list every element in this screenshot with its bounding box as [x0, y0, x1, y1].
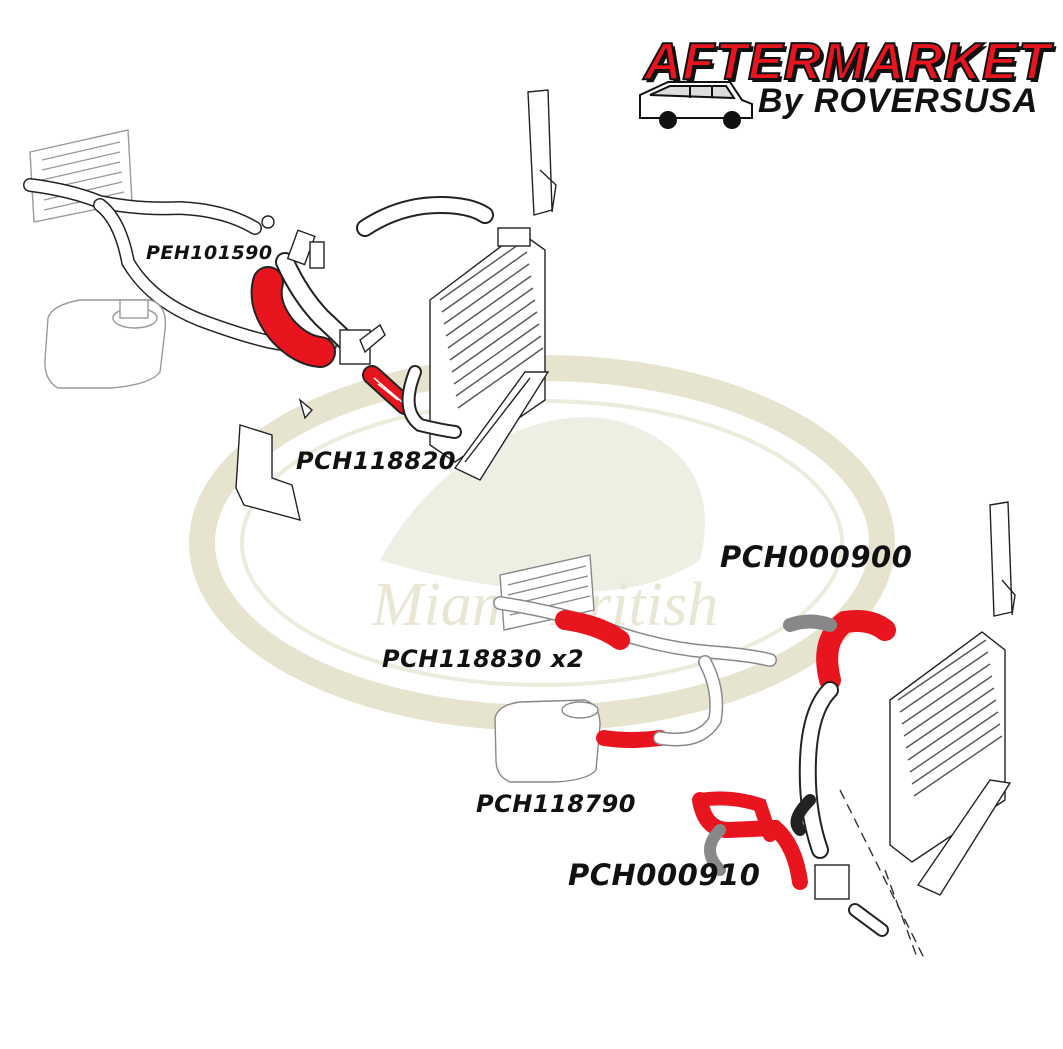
label-pch000900: PCH000900	[720, 540, 913, 574]
top-assembly	[23, 89, 557, 521]
bottom-expansion-tank	[494, 699, 601, 783]
bottom-main-radiator	[889, 631, 1006, 863]
bottom-assembly	[493, 501, 1016, 961]
top-right-bracket	[527, 89, 557, 216]
label-pch118830: PCH118830 x2	[382, 645, 585, 673]
label-pch118790: PCH118790	[476, 790, 636, 818]
bottom-red-hose-upper	[555, 610, 630, 650]
bottom-red-hose-top	[816, 610, 896, 691]
bottom-red-hose-tank	[596, 730, 668, 748]
label-pch118820: PCH118820	[296, 447, 456, 475]
logo-aftermarket-text: AFTERMARKET	[643, 32, 1051, 92]
bottom-thermostat	[814, 864, 889, 937]
bottom-red-hose-y	[692, 792, 808, 890]
top-expansion-tank	[44, 299, 167, 389]
logo-car-icon	[639, 81, 753, 129]
top-lower-bracket	[235, 398, 313, 521]
bottom-lower-shroud	[916, 779, 1012, 896]
top-lower-shroud	[453, 371, 550, 481]
logo-byline-text: By ROVERSUSA	[758, 82, 1039, 120]
label-peh101590: PEH101590	[146, 242, 273, 264]
label-pch000910: PCH000910	[568, 858, 761, 892]
bottom-right-bracket	[989, 501, 1016, 617]
